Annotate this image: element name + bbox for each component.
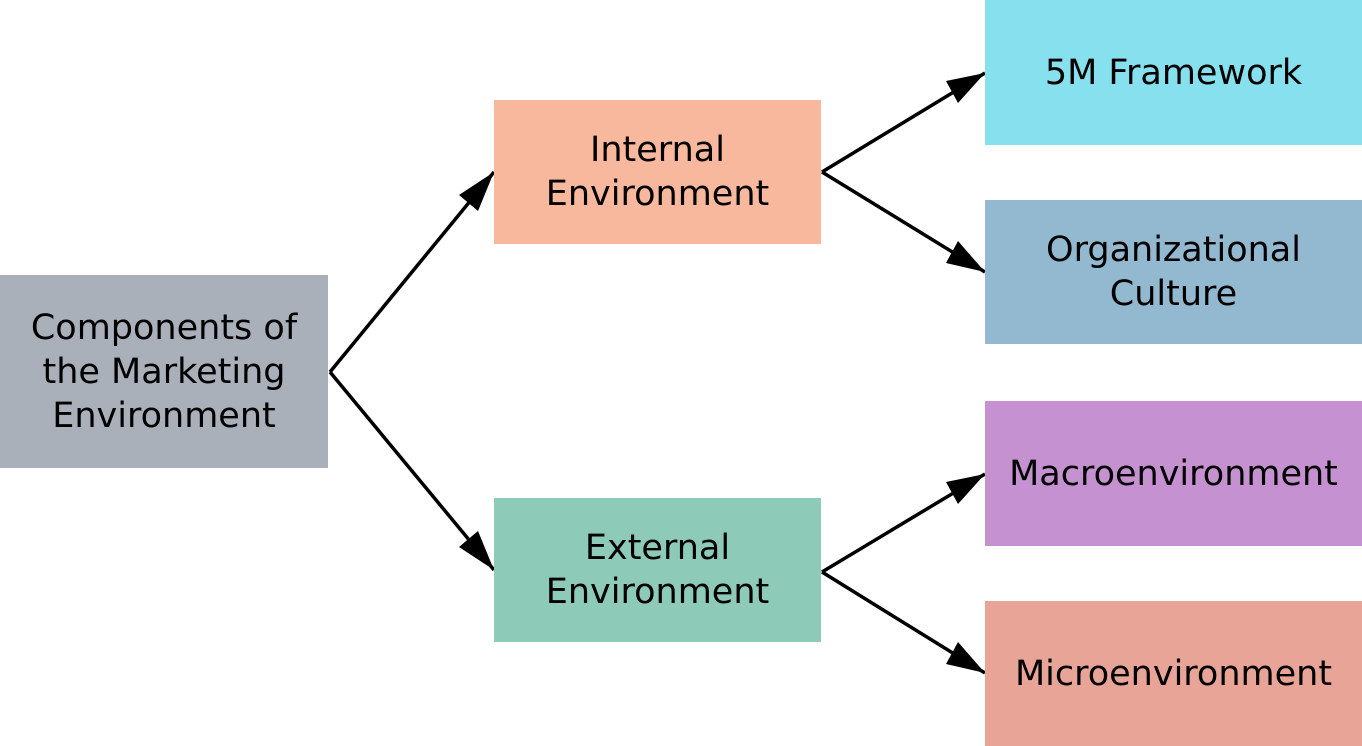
arrowhead-external-to-micro <box>946 642 985 673</box>
node-5m-label: 5M Framework <box>1044 52 1303 93</box>
node-macroenvironment: Macroenvironment <box>985 401 1362 546</box>
node-external-environment: External Environment <box>494 498 821 642</box>
arrow-root-to-external <box>328 370 496 572</box>
arrow-root-to-internal <box>328 170 496 374</box>
arrowhead-root-to-internal <box>459 172 494 211</box>
arrowhead-root-to-external <box>459 531 494 570</box>
arrowhead-internal-to-5m <box>946 73 985 103</box>
arrowhead-internal-to-culture <box>946 241 985 272</box>
node-culture-label: Organizational Culture <box>1046 230 1301 314</box>
node-micro-label: Microenvironment <box>1014 653 1333 694</box>
node-internal-environment: Internal Environment <box>494 100 821 244</box>
node-components-of-marketing-environment: Components of the Marketing Environment <box>0 275 328 468</box>
node-external-label: External Environment <box>545 528 770 612</box>
node-internal-label: Internal Environment <box>545 130 770 214</box>
node-macro-label: Macroenvironment <box>1009 453 1338 494</box>
node-microenvironment: Microenvironment <box>985 601 1362 746</box>
node-5m-framework: 5M Framework <box>985 0 1362 145</box>
node-organizational-culture: Organizational Culture <box>985 200 1362 344</box>
arrowhead-external-to-macro <box>946 474 985 504</box>
node-root-label: Components of the Marketing Environment <box>30 307 298 436</box>
